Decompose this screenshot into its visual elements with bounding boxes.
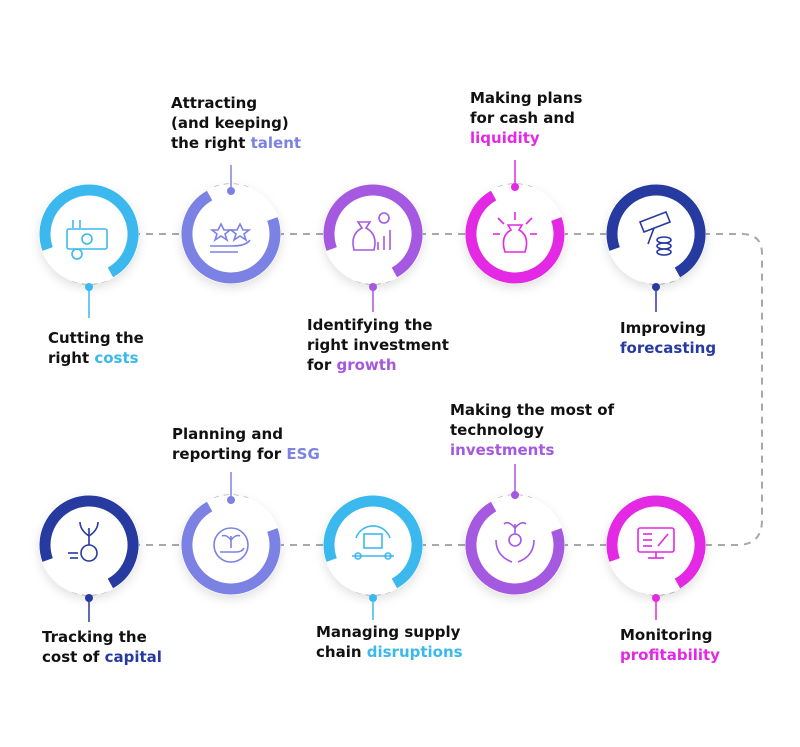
dashboard-monitor-icon <box>637 527 675 559</box>
label-line: Monitoring <box>620 626 713 644</box>
label-identifying-growth: Identifying the right investment for gro… <box>307 315 449 375</box>
label-line-prefix: cost of <box>42 648 105 666</box>
label-line-prefix: right <box>48 349 95 367</box>
label-cutting-costs: Cutting the right costs <box>48 328 144 368</box>
label-line: Planning and <box>172 425 283 443</box>
label-attracting-talent: Attracting (and keeping) the right talen… <box>171 93 301 153</box>
connector-lines <box>133 233 763 546</box>
label-accent: growth <box>336 356 397 374</box>
label-tracking-capital: Tracking the cost of capital <box>42 627 162 667</box>
money-cut-icon <box>66 220 108 260</box>
node-monitoring-profitability <box>606 495 706 620</box>
label-line: technology <box>450 421 544 439</box>
label-line: Attracting <box>171 94 258 112</box>
label-line: Making plans <box>470 89 583 107</box>
label-line: Identifying the <box>307 316 433 334</box>
node-managing-supply-chain <box>323 495 423 620</box>
label-accent: talent <box>250 134 302 152</box>
label-line-prefix: for <box>307 356 337 374</box>
node-technology-investments <box>465 464 565 595</box>
label-line: Managing supply <box>316 623 461 641</box>
hand-plant-icon <box>213 527 249 563</box>
node-cutting-costs <box>39 184 139 318</box>
label-monitoring-profitability: Monitoring profitability <box>620 625 720 665</box>
label-cash-liquidity: Making plans for cash and liquidity <box>470 88 582 148</box>
label-line: Tracking the <box>42 628 147 646</box>
node-identifying-growth <box>323 184 423 312</box>
plant-coin-icon <box>68 521 99 562</box>
label-line-prefix: reporting for <box>172 445 287 463</box>
label-line-prefix: the right <box>171 134 251 152</box>
telescope-coins-icon <box>638 210 672 256</box>
label-line: Cutting the <box>48 329 144 347</box>
node-tracking-capital <box>39 495 139 622</box>
label-accent: forecasting <box>620 339 717 357</box>
label-accent: capital <box>104 648 162 666</box>
node-planning-esg <box>181 472 281 595</box>
label-line: Making the most of <box>450 401 615 419</box>
node-attracting-talent <box>181 165 281 284</box>
label-accent: costs <box>94 349 139 367</box>
label-technology-investments: Making the most of technology investment… <box>450 400 614 460</box>
label-accent: ESG <box>286 445 320 463</box>
label-line: (and keeping) <box>171 114 289 132</box>
label-accent: liquidity <box>470 129 540 147</box>
label-managing-supply-chain: Managing supply chain disruptions <box>316 622 463 662</box>
label-improving-forecasting: Improving forecasting <box>620 318 716 358</box>
label-planning-esg: Planning and reporting for ESG <box>172 424 320 464</box>
money-bag-arrows-icon <box>493 212 537 253</box>
supply-chain-icon <box>352 525 394 560</box>
hand-stars-icon <box>209 222 252 253</box>
node-improving-forecasting <box>606 184 706 312</box>
label-line: Improving <box>620 319 706 337</box>
hands-seedling-icon <box>495 521 535 563</box>
label-line-prefix: chain <box>316 643 367 661</box>
label-accent: investments <box>450 441 555 459</box>
node-cash-liquidity <box>465 160 565 284</box>
label-accent: profitability <box>620 646 720 664</box>
money-bag-growth-icon <box>352 212 391 251</box>
label-accent: disruptions <box>366 643 463 661</box>
label-line: right investment <box>307 336 449 354</box>
label-line: for cash and <box>470 109 575 127</box>
